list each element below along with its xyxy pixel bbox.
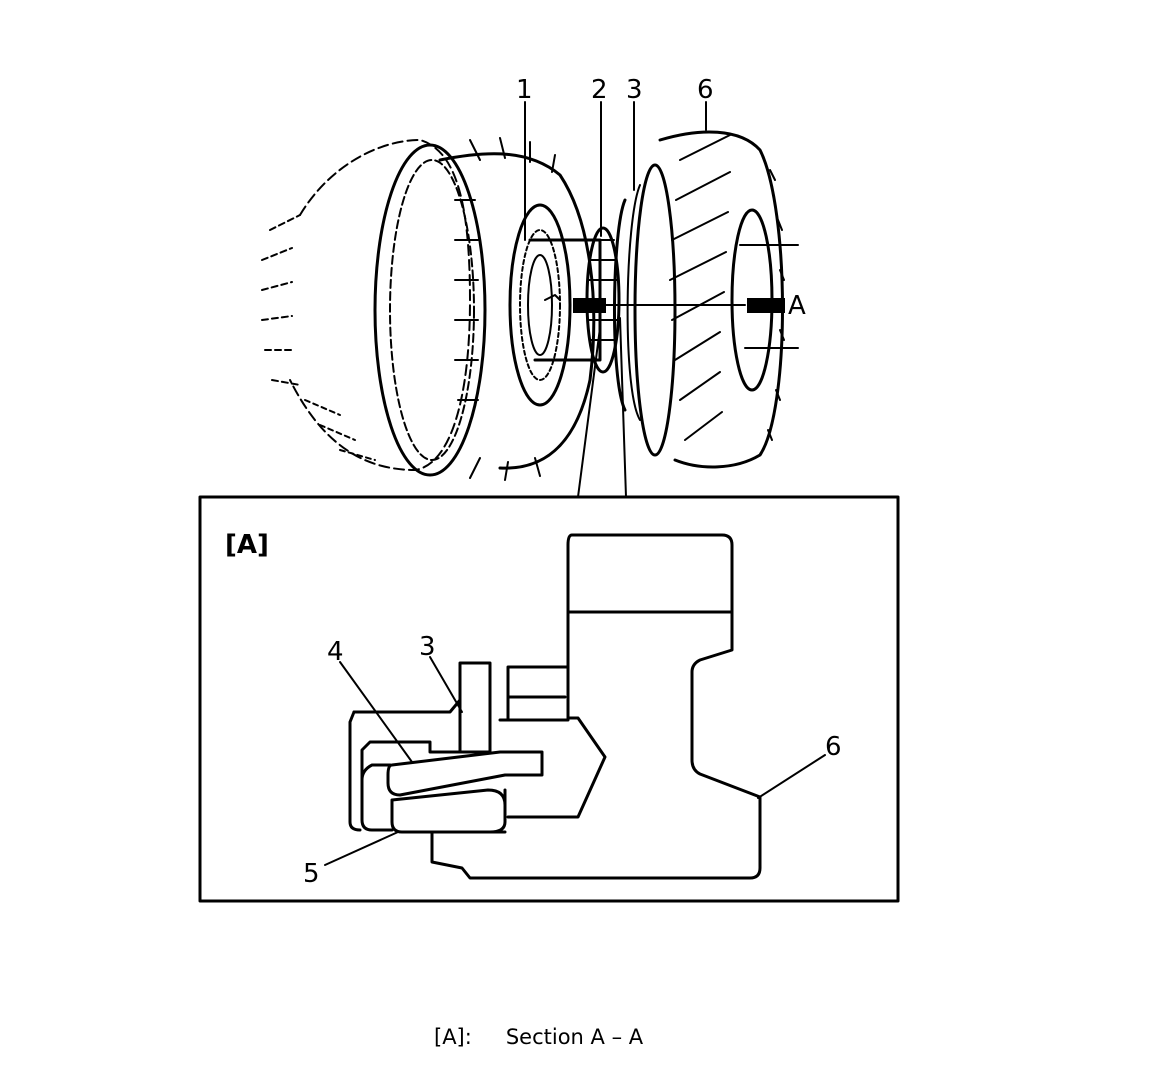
- left-gear-rear: [261, 139, 471, 471]
- top-leaders: [524, 101, 707, 241]
- callout-2: 2: [591, 75, 608, 105]
- left-gear-front: [373, 137, 596, 481]
- caption-key: [A]:: [434, 1025, 472, 1049]
- section-callout-4: 4: [327, 637, 344, 667]
- callout-1: 1: [516, 75, 533, 105]
- caption-text: Section A – A: [505, 1025, 644, 1049]
- section-view-frame: [198, 495, 900, 903]
- detail-callout-lines: [577, 317, 627, 498]
- figure-caption: [A]: Section A – A: [434, 1025, 643, 1049]
- section-view-drawing: [348, 533, 762, 880]
- needle-bearing: [508, 203, 572, 407]
- section-line-a: [573, 244, 799, 349]
- callout-3: 3: [626, 75, 643, 105]
- section-view-leaders: [324, 656, 826, 866]
- section-view-tag: [A]: [225, 530, 269, 560]
- section-callout-6: 6: [825, 732, 842, 762]
- section-callout-5: 5: [303, 859, 320, 889]
- callout-6: 6: [697, 75, 714, 105]
- section-callout-3: 3: [419, 632, 436, 662]
- section-marker-label: A: [788, 291, 806, 321]
